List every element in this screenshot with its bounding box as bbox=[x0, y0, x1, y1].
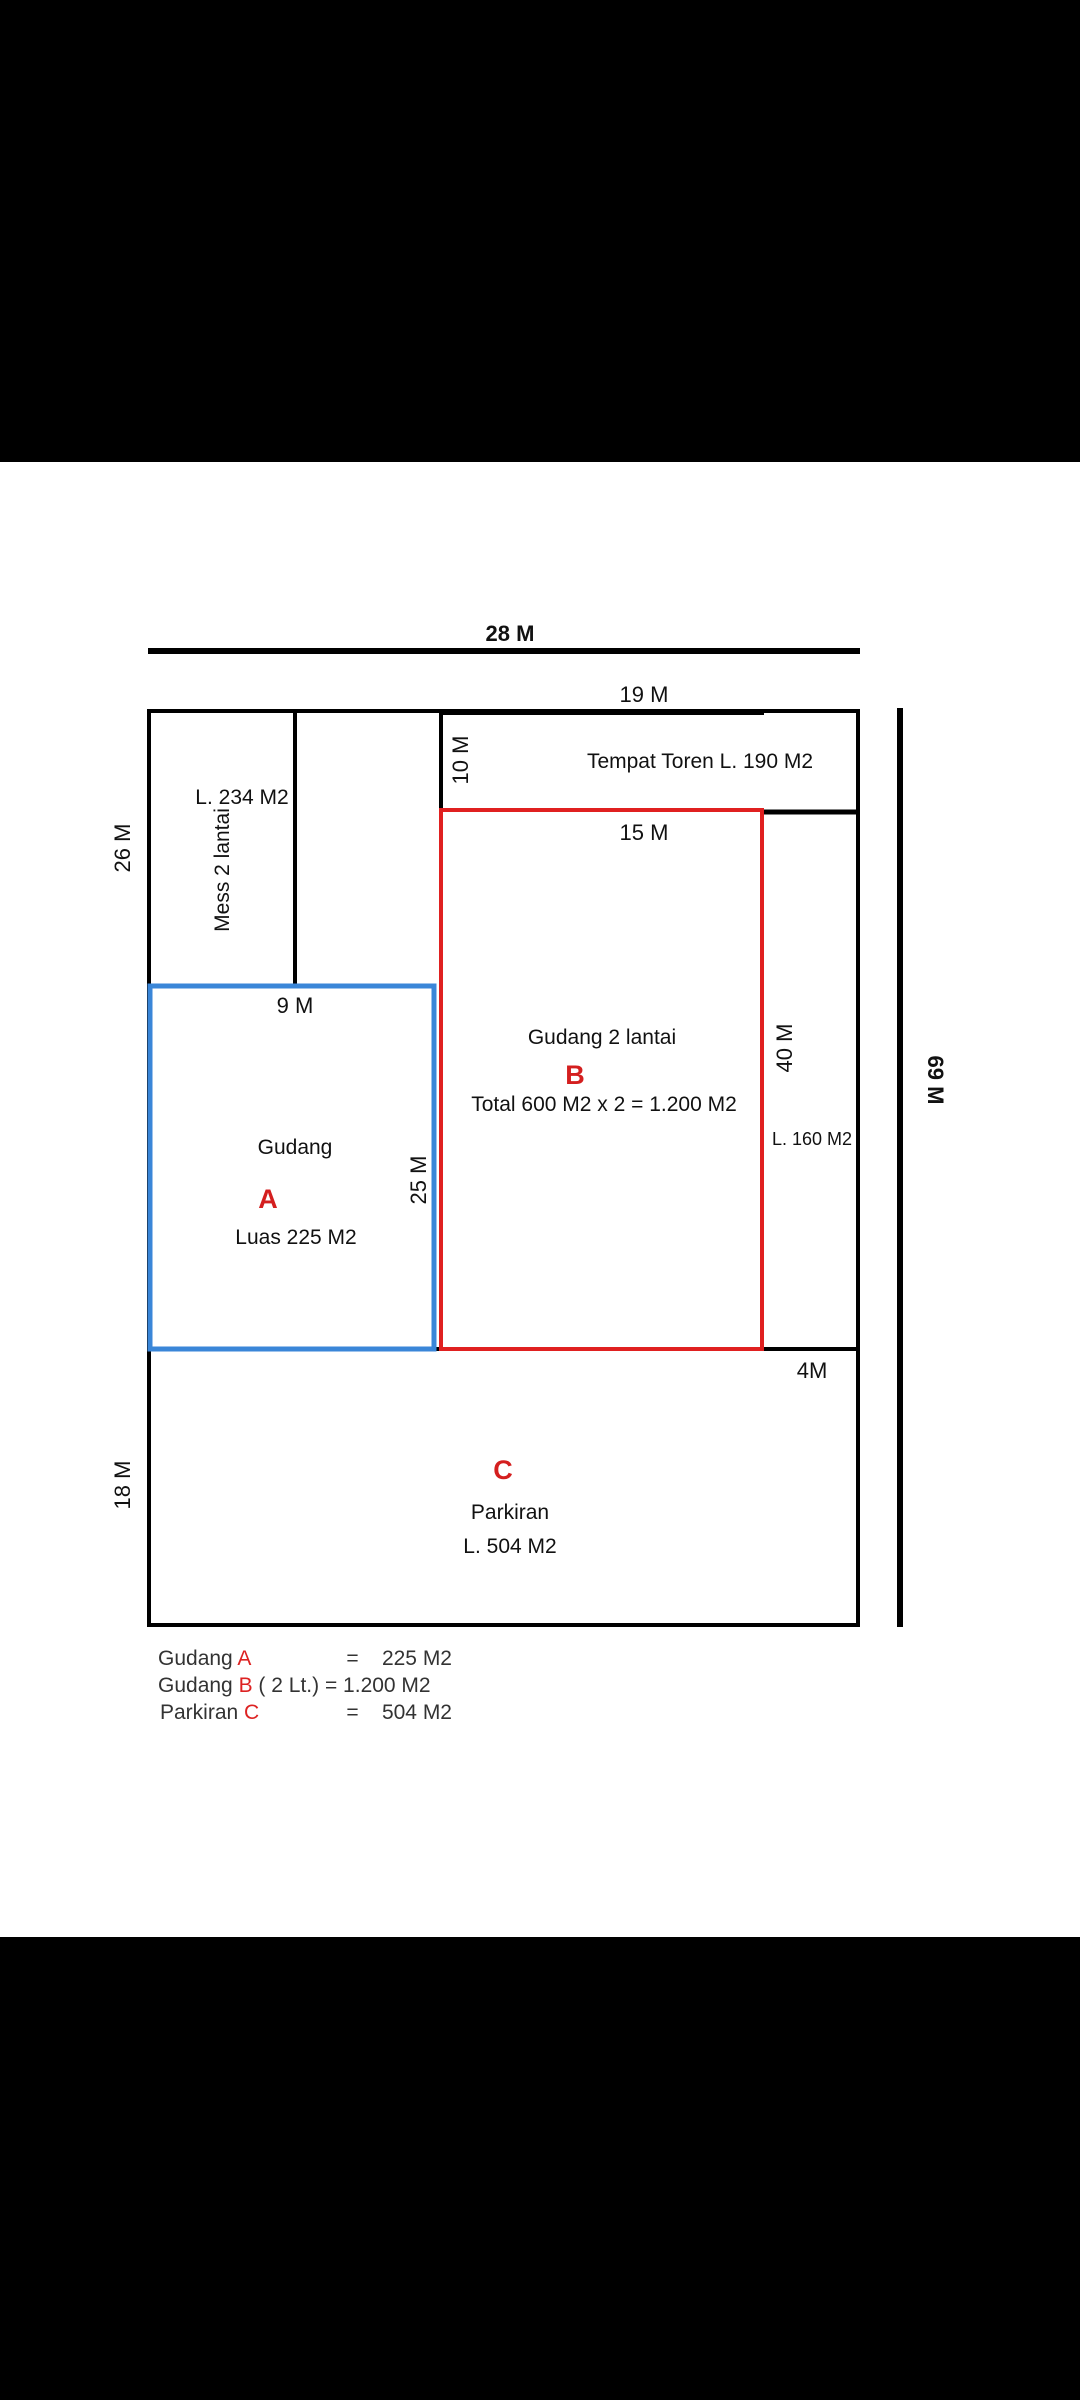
legend-value-a: = 225 M2 bbox=[346, 1647, 452, 1670]
mess-name-label: Mess 2 lantai bbox=[211, 808, 234, 932]
gudang-b-letter: B bbox=[565, 1060, 585, 1090]
legend: Gudang A = 225 M2 Gudang B ( 2 Lt.) = 1.… bbox=[158, 1647, 452, 1724]
legend-row-b: Gudang B ( 2 Lt.) = 1.200 M2 bbox=[158, 1674, 431, 1697]
toren-height-label: 10 M bbox=[448, 736, 473, 785]
parkir-height-label: 18 M bbox=[110, 1461, 135, 1510]
gudang-a-area: Luas 225 M2 bbox=[235, 1226, 356, 1249]
mess-height-label: 26 M bbox=[110, 824, 135, 873]
gudang-b-outline bbox=[439, 808, 764, 1351]
legend-value-c: = 504 M2 bbox=[346, 1701, 452, 1724]
gudang-b-name: Gudang 2 lantai bbox=[528, 1026, 676, 1049]
gudang-a-width-label: 9 M bbox=[277, 993, 314, 1018]
side-width-label: 4M bbox=[797, 1358, 828, 1383]
parkir-area: L. 504 M2 bbox=[463, 1535, 556, 1558]
gudang-a-letter: A bbox=[258, 1184, 278, 1214]
toren-label: Tempat Toren L. 190 M2 bbox=[587, 750, 813, 773]
parkir-name: Parkiran bbox=[471, 1501, 549, 1524]
gudang-b-total: Total 600 M2 x 2 = 1.200 M2 bbox=[471, 1093, 737, 1116]
legend-row-c: Parkiran C bbox=[160, 1701, 259, 1724]
total-height-label: 69 M bbox=[923, 1056, 948, 1105]
gudang-a-height-label: 25 M bbox=[406, 1156, 431, 1205]
side-area-label: L. 160 M2 bbox=[772, 1129, 852, 1149]
legend-row-a: Gudang A bbox=[158, 1647, 251, 1670]
mess-area-label: L. 234 M2 bbox=[195, 786, 288, 809]
parkir-letter: C bbox=[493, 1455, 513, 1485]
gudang-a-outline bbox=[147, 983, 437, 1352]
total-width-label: 28 M bbox=[486, 621, 535, 646]
gudang-b-height-label: 40 M bbox=[772, 1024, 797, 1073]
gudang-a-name: Gudang bbox=[258, 1136, 333, 1159]
gudang-b-width-label: 15 M bbox=[620, 820, 669, 845]
toren-width-label: 19 M bbox=[620, 682, 669, 707]
plot-outline bbox=[147, 709, 860, 1627]
